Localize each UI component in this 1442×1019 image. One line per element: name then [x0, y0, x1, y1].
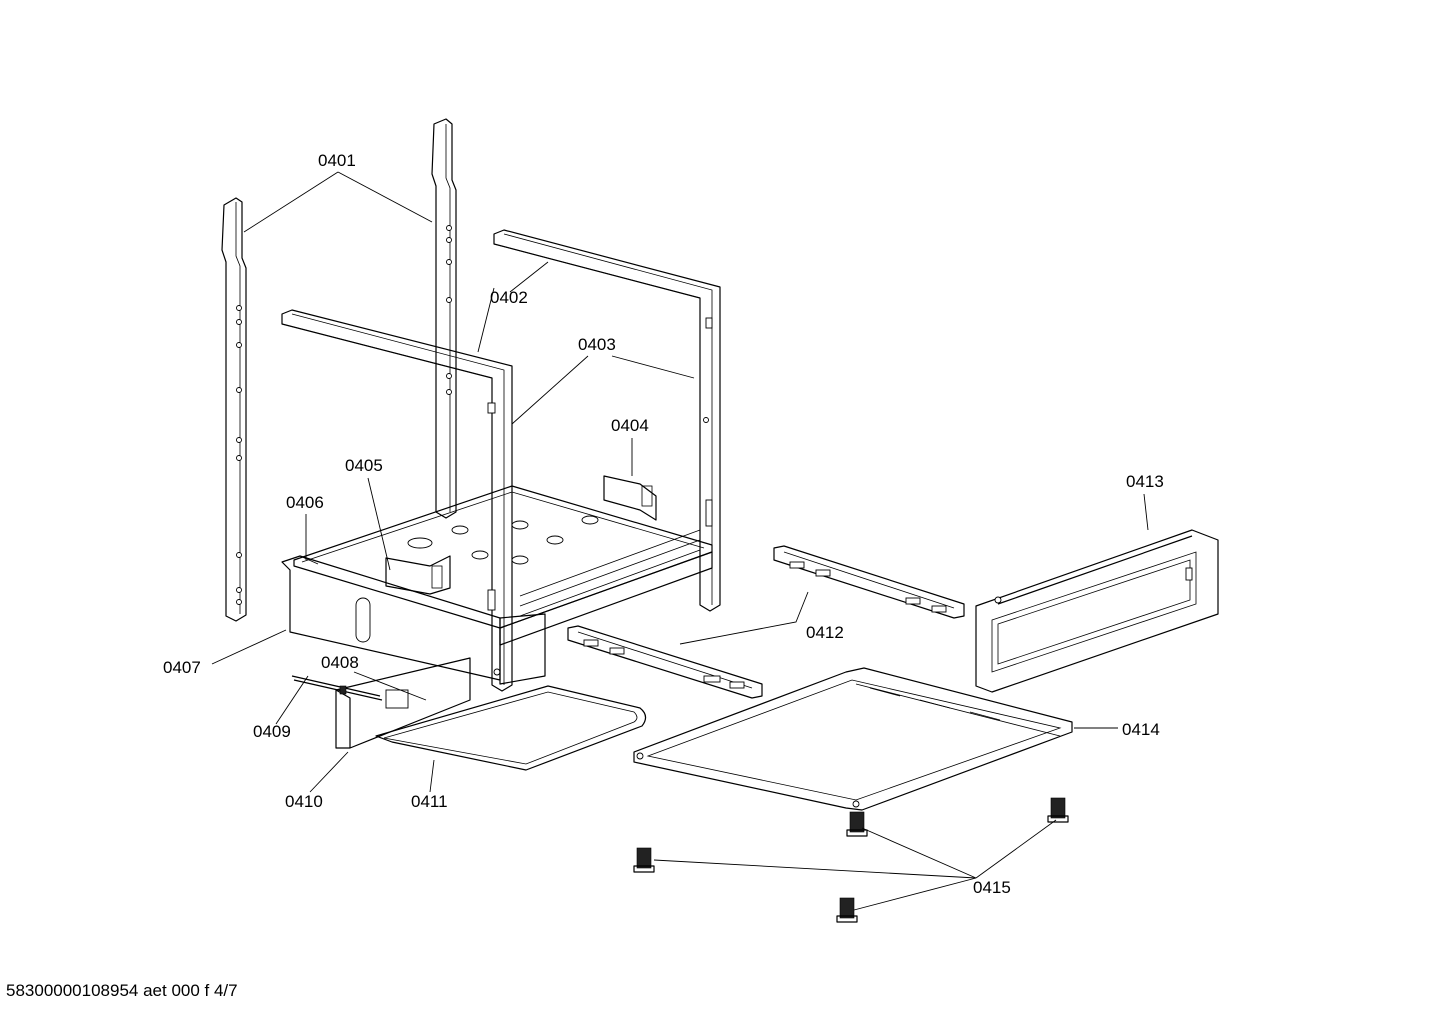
label-0402: 0402 — [490, 288, 528, 307]
label-0409: 0409 — [253, 722, 291, 741]
corner-post-left — [221, 197, 247, 622]
rod-0409 — [291, 675, 383, 701]
back-panel — [975, 529, 1219, 693]
label-0413: 0413 — [1126, 472, 1164, 491]
bracket-0404 — [603, 475, 657, 521]
foot-3 — [1047, 797, 1069, 823]
rail-upper — [773, 545, 965, 619]
wire-frame — [375, 685, 647, 771]
corner-post-right — [431, 118, 457, 519]
rear-frame — [493, 229, 721, 612]
rail-lower — [567, 625, 763, 699]
label-0414: 0414 — [1122, 720, 1160, 739]
label-0411: 0411 — [411, 792, 448, 811]
foot-2 — [846, 811, 868, 837]
foot-1 — [633, 847, 655, 873]
leader-lines — [211, 171, 1149, 911]
bottom-frame — [633, 667, 1073, 811]
part-labels: 0401 0402 0403 0404 0405 0406 0407 0408 … — [163, 151, 1164, 897]
front-panel — [281, 555, 546, 685]
label-0401: 0401 — [318, 151, 356, 170]
label-0406: 0406 — [286, 493, 324, 512]
front-frame — [281, 309, 513, 692]
label-0407: 0407 — [163, 658, 201, 677]
label-0403: 0403 — [578, 335, 616, 354]
label-0405: 0405 — [345, 456, 383, 475]
label-0408: 0408 — [321, 653, 359, 672]
label-0410: 0410 — [285, 792, 323, 811]
label-0415: 0415 — [973, 878, 1011, 897]
label-0412: 0412 — [806, 623, 844, 642]
foot-4 — [836, 897, 858, 923]
document-reference: 58300000108954 aet 000 f 4/7 — [6, 981, 238, 1000]
bracket-0405 — [385, 555, 451, 595]
label-0404: 0404 — [611, 416, 649, 435]
base-tray — [293, 485, 713, 646]
